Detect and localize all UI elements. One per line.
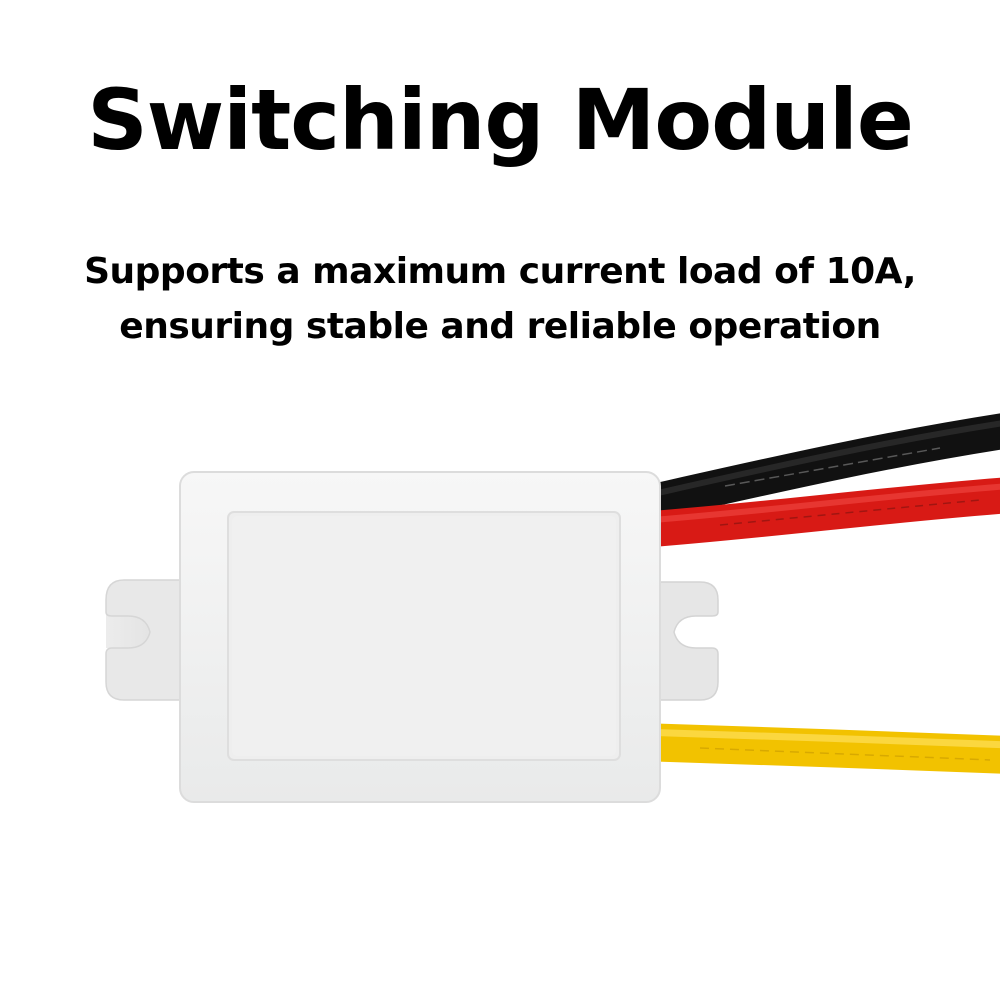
subtitle-line-1: Supports a maximum current load of 10A,	[84, 251, 916, 292]
headline-title: Switching Module	[87, 71, 914, 169]
subtitle-line-2: ensuring stable and reliable operation	[119, 306, 881, 347]
module-housing	[179, 471, 661, 803]
black-wire	[636, 413, 1000, 523]
red-wire	[638, 477, 1000, 548]
left-mounting-tab	[105, 579, 183, 701]
right-mounting-tab	[657, 581, 719, 701]
yellow-wire	[639, 723, 1000, 774]
